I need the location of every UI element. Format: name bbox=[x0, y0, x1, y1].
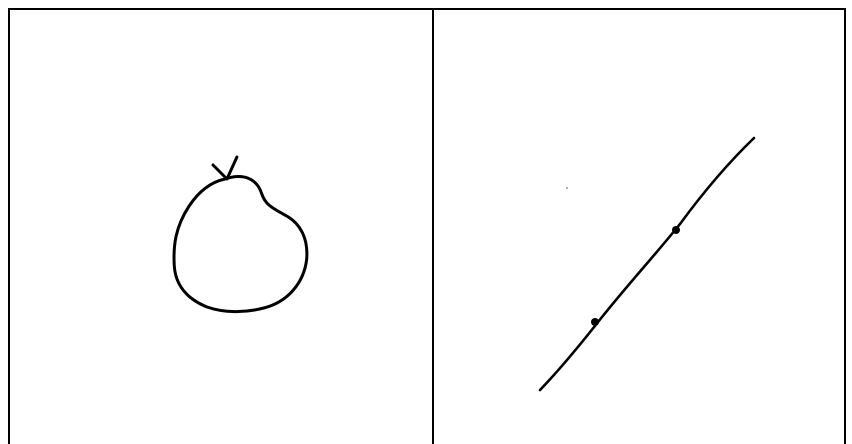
two-panel-table bbox=[8, 8, 846, 444]
closed-curve-shape bbox=[174, 177, 307, 312]
line-point-lower bbox=[591, 318, 599, 326]
line-point-upper bbox=[672, 226, 680, 234]
stray-dot bbox=[566, 187, 568, 189]
closed-curve-drawing bbox=[10, 10, 432, 444]
sketched-line bbox=[540, 138, 754, 390]
right-panel bbox=[434, 10, 844, 444]
left-panel bbox=[10, 10, 434, 444]
line-drawing bbox=[434, 10, 844, 444]
